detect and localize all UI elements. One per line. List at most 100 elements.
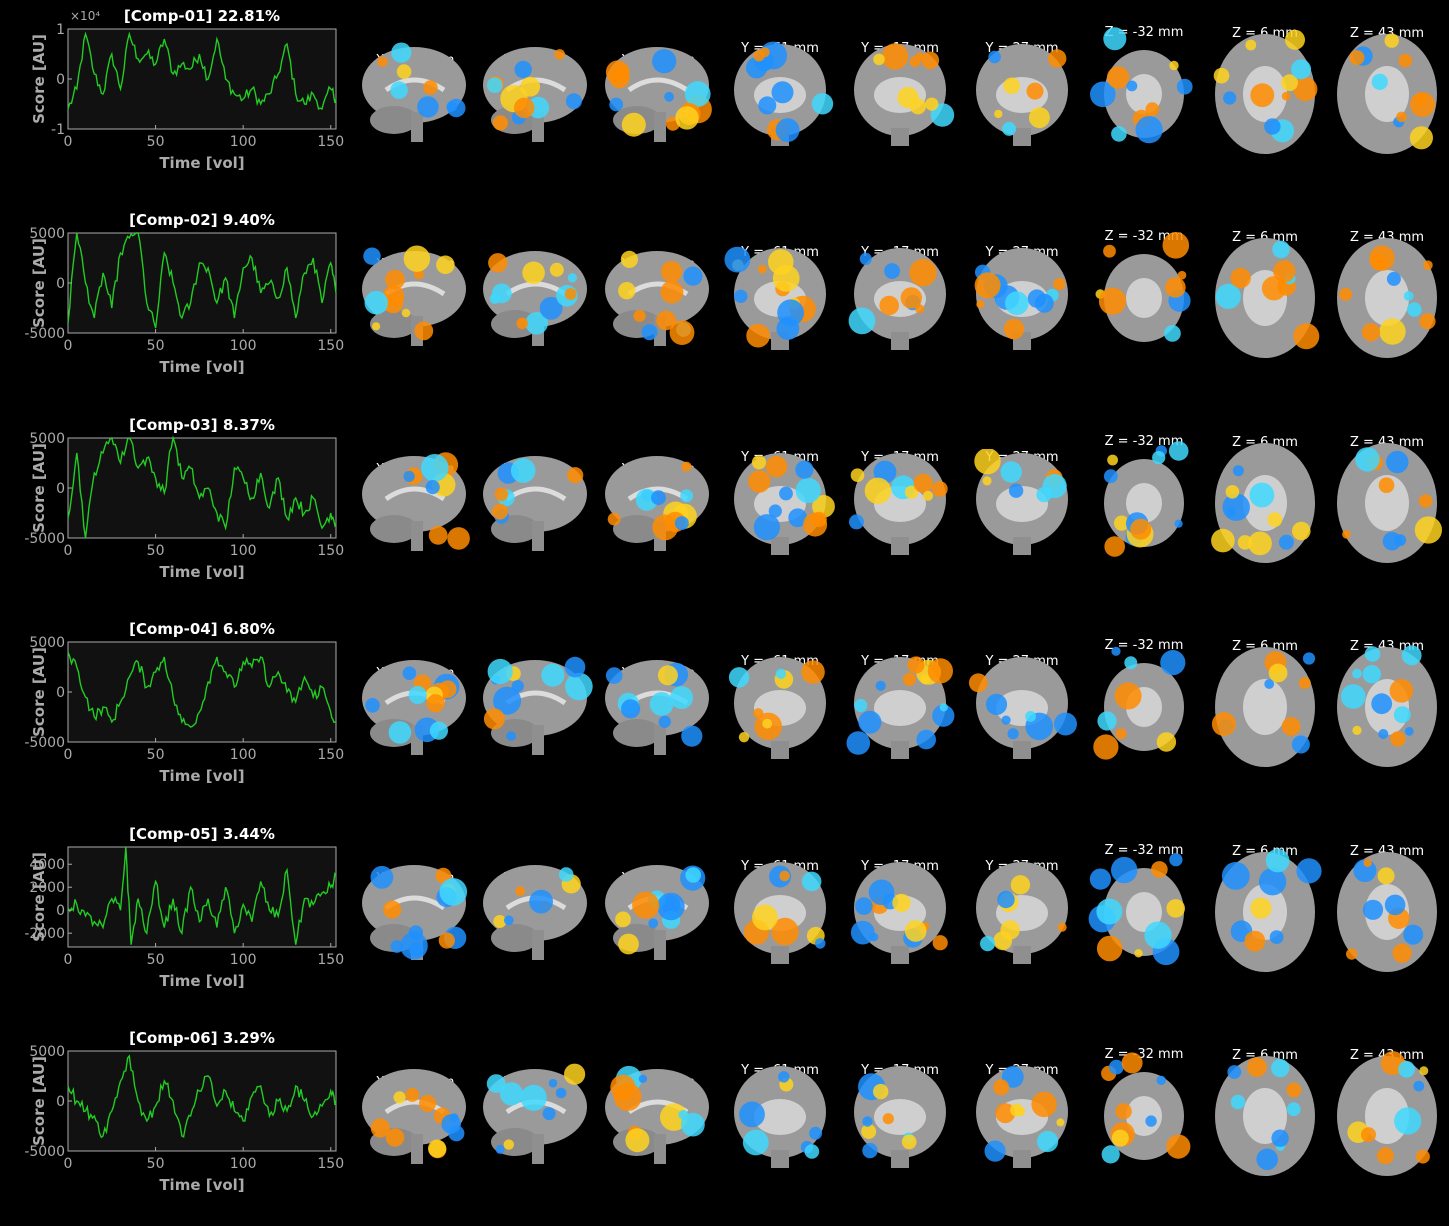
slice-label: Z = -32 mm [1104,842,1184,858]
brain-slice [734,452,835,555]
y-tick-label: 0 [56,1094,65,1110]
component-title: [Comp-05] 3.44% [129,824,275,843]
x-tick-label: 0 [64,134,73,150]
component-title: [Comp-04] 6.80% [129,620,275,639]
x-tick-label: 50 [147,134,165,150]
y-tick-label: -5000 [24,326,65,342]
brain-slice [1337,33,1437,154]
x-axis-label: Time [vol] [159,154,244,172]
x-axis-label: Time [vol] [159,358,244,376]
plot-area [67,28,337,130]
x-tick-label: 150 [317,543,344,559]
x-tick-label: 100 [230,1156,257,1172]
brain-slice [1337,851,1437,972]
brain-slice [1215,238,1320,359]
brain-slice [734,861,826,964]
x-tick-label: 100 [230,134,257,150]
slice-label: Z = 6 mm [1232,434,1298,450]
brain-slice [483,47,587,142]
brain-slice [854,1066,946,1168]
brain-slice [724,247,826,351]
y-axis-label: Score [AU] [30,647,48,737]
brain-slice [1088,852,1185,965]
x-tick-label: 100 [230,543,257,559]
x-axis-label: Time [vol] [159,767,244,785]
x-tick-label: 0 [64,952,73,968]
y-axis-label: Score [AU] [30,1056,48,1146]
brain-slice [483,455,587,551]
plot-area [67,437,337,539]
x-tick-label: 0 [64,338,73,354]
component-title: [Comp-06] 3.29% [129,1029,275,1047]
plot-area [67,232,337,334]
y-tick-label: 5000 [29,226,65,242]
y-tick-label: 2000 [29,880,65,896]
brain-slice [734,1066,826,1168]
x-tick-label: 150 [317,952,344,968]
slice-label: Z = 43 mm [1349,26,1425,41]
x-tick-label: 50 [147,747,165,763]
brain-slice [1090,27,1193,144]
score-trace [67,31,337,111]
component-title: [Comp-03] 8.37% [129,415,275,434]
brain-slice [605,251,709,347]
brain-slice [362,1069,466,1164]
brain-slice [362,864,468,960]
brain-slice [976,861,1068,964]
component-title: [Comp-01] 22.81% [123,7,281,25]
brain-slice [849,452,948,555]
x-tick-label: 0 [64,747,73,763]
y-tick-label: 5000 [29,635,65,651]
x-tick-label: 150 [317,134,344,150]
brain-slice [605,864,709,960]
brain-slice [854,43,955,146]
brain-slice [483,1063,587,1164]
brain-slice [974,248,1068,351]
y-tick-label: 5000 [29,431,65,447]
plot-area [67,846,337,948]
x-tick-label: 50 [147,952,165,968]
y-tick-label: 4000 [29,857,65,873]
brain-slice [362,660,466,756]
brain-slice [1101,1052,1191,1164]
brain-slice [483,251,587,347]
y-tick-label: -1 [51,122,65,138]
brain-slice [605,47,712,142]
x-tick-label: 150 [317,338,344,354]
y-tick-label: -2000 [24,926,65,942]
y-axis-label: Score [AU] [30,34,48,124]
score-trace [67,846,337,945]
brain-slice [1215,1056,1315,1176]
brain-slice [976,1066,1068,1168]
brain-slice [968,657,1077,760]
y-tick-label: 1 [56,22,65,38]
plot-area [67,1050,337,1152]
brain-slice [1093,646,1186,760]
brain-slice [974,448,1068,555]
slice-label: Z = -32 mm [1104,638,1184,654]
brain-slice [1215,848,1322,972]
component-title: [Comp-02] 9.40% [129,211,275,230]
brain-slice [362,42,466,142]
x-tick-label: 50 [147,338,165,354]
brain-slice [605,660,709,756]
brain-slice [1337,442,1442,563]
brain-slice [483,864,587,960]
brain-slice [1337,1051,1437,1176]
brain-slice [605,1065,709,1164]
brain-slice [976,44,1068,146]
y-tick-label: 0 [56,481,65,497]
y-axis-label: Score [AU] [30,852,48,942]
brain-slice [734,41,834,146]
brain-slice [1213,29,1318,154]
